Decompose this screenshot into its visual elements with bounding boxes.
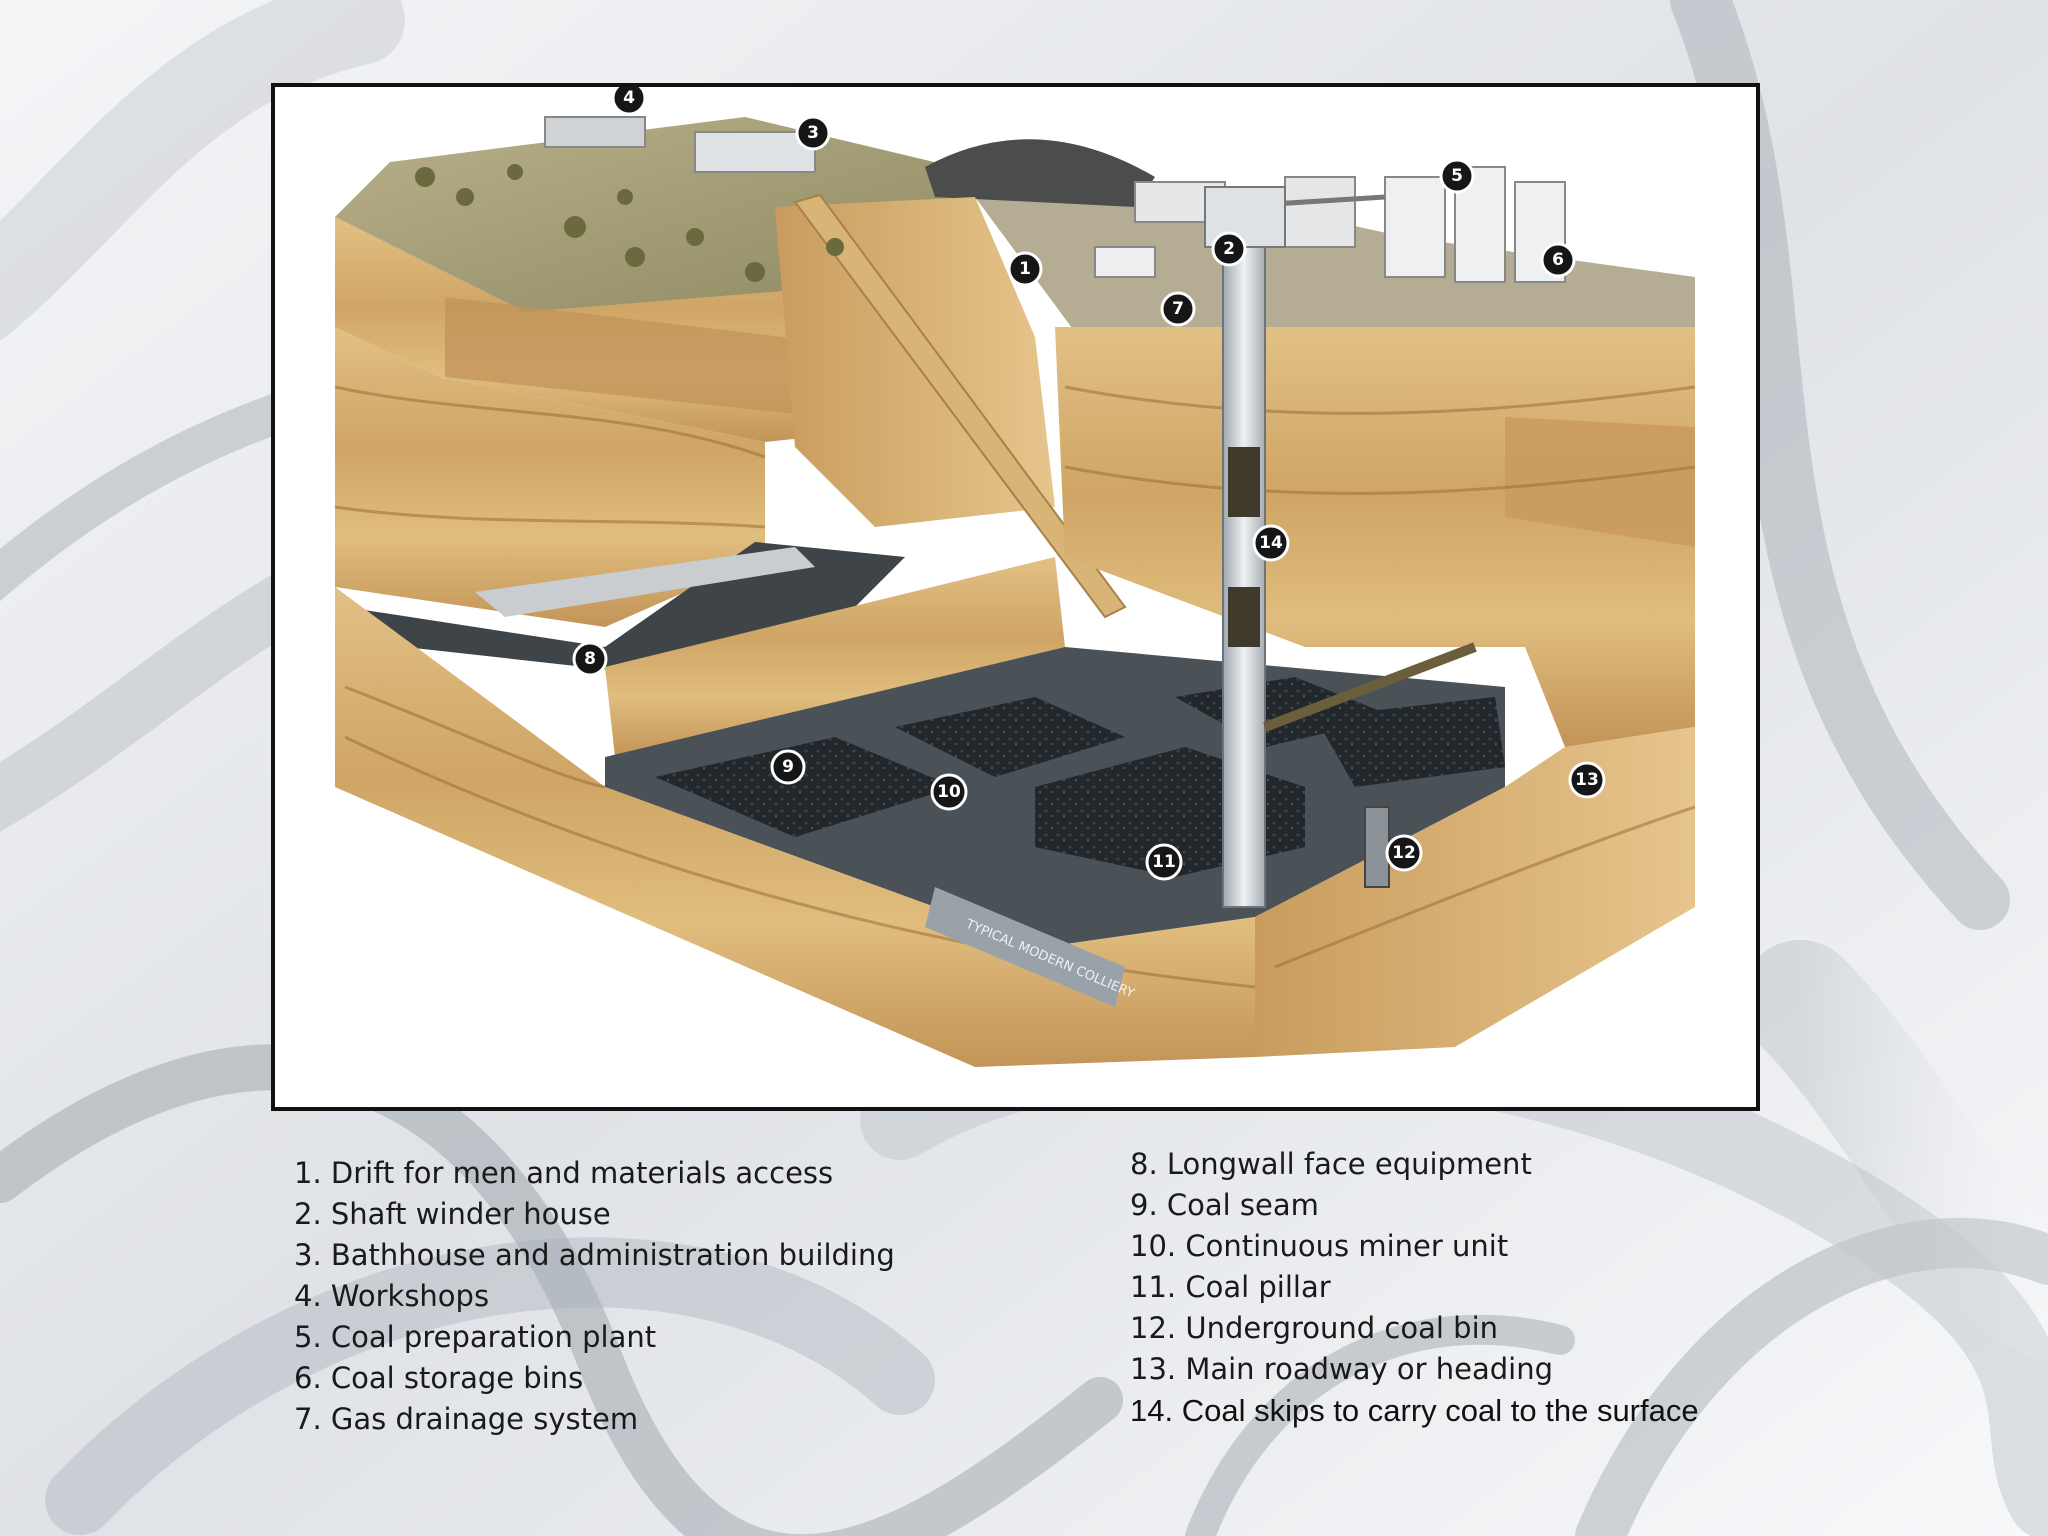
legend-item-1: 1. Drift for men and materials access (294, 1156, 834, 1190)
coal-pillar-a (655, 737, 955, 837)
coal-skip-upper (1228, 447, 1260, 517)
coal-pillar-b (895, 697, 1125, 777)
legend-item-4: 4. Workshops (294, 1279, 490, 1313)
legend-item-6: 6. Coal storage bins (294, 1361, 584, 1395)
svg-text:1: 1 (1019, 259, 1031, 279)
surface-buildings (544, 116, 1566, 283)
svg-text:2: 2 (1223, 239, 1235, 259)
marker-10: 10 (930, 773, 968, 811)
legend-item-10: 10. Continuous miner unit (1130, 1229, 1509, 1263)
svg-text:14: 14 (1259, 533, 1283, 553)
svg-text:8: 8 (584, 649, 596, 669)
marker-4: 4 (611, 87, 647, 116)
svg-text:4: 4 (623, 88, 635, 108)
left-rock-mass (335, 327, 765, 627)
coal-skip-lower (1228, 587, 1260, 647)
marker-7: 7 (1160, 291, 1196, 327)
legend-left: 1. Drift for men and materials access 2.… (294, 1153, 895, 1440)
underground-coal-bin (1364, 806, 1390, 888)
legend-item-2: 2. Shaft winder house (294, 1197, 611, 1231)
marker-3: 3 (795, 115, 831, 151)
legend-item-9: 9. Coal seam (1130, 1188, 1319, 1222)
right-bottom-rock (1255, 727, 1695, 1057)
legend-item-8: 8. Longwall face equipment (1130, 1147, 1532, 1181)
legend-item-14: 14. Coal skips to carry coal to the surf… (1130, 1393, 1699, 1428)
marker-11: 11 (1145, 843, 1183, 881)
marker-13: 13 (1568, 761, 1606, 799)
svg-text:7: 7 (1172, 299, 1184, 319)
longwall-shields (475, 547, 815, 617)
spoil-heap (925, 139, 1155, 207)
svg-text:11: 11 (1152, 852, 1176, 872)
marker-2: 2 (1211, 231, 1247, 267)
mine-shaft (1222, 236, 1266, 908)
marker-1: 1 (1007, 251, 1043, 287)
legend-item-11: 11. Coal pillar (1130, 1270, 1331, 1304)
marker-8: 8 (572, 641, 608, 677)
svg-text:5: 5 (1451, 166, 1463, 186)
legend-item-12: 12. Underground coal bin (1130, 1311, 1499, 1345)
marker-9: 9 (770, 749, 806, 785)
marker-6: 6 (1540, 242, 1576, 278)
strata-lines (334, 385, 1696, 989)
marker-14: 14 (1252, 524, 1290, 562)
svg-text:13: 13 (1575, 770, 1599, 790)
coal-mine-cutaway-illustration: TYPICAL MODERN COLLIERY 1 2 3 4 5 6 7 8 … (334, 87, 1696, 1067)
underground-conveyor (1263, 642, 1477, 732)
svg-text:10: 10 (937, 782, 961, 802)
svg-text:3: 3 (807, 123, 819, 143)
mine-illustration-frame: TYPICAL MODERN COLLIERY 1 2 3 4 5 6 7 8 … (271, 83, 1760, 1111)
legend-right: 8. Longwall face equipment 9. Coal seam … (1130, 1144, 1699, 1431)
legend-item-13: 13. Main roadway or heading (1130, 1352, 1553, 1386)
marker-5: 5 (1439, 158, 1475, 194)
front-slab (605, 557, 1065, 757)
drift-tunnel (793, 193, 1127, 619)
svg-text:6: 6 (1552, 250, 1564, 270)
marker-12: 12 (1385, 834, 1423, 872)
longwall-area (345, 542, 905, 677)
svg-text:12: 12 (1392, 843, 1416, 863)
coal-pillar-d (1315, 697, 1505, 787)
legend-item-7: 7. Gas drainage system (294, 1402, 639, 1436)
trees (415, 164, 844, 282)
legend-item-5: 5. Coal preparation plant (294, 1320, 657, 1354)
legend-item-3: 3. Bathhouse and administration building (294, 1238, 895, 1272)
svg-text:9: 9 (782, 757, 794, 777)
